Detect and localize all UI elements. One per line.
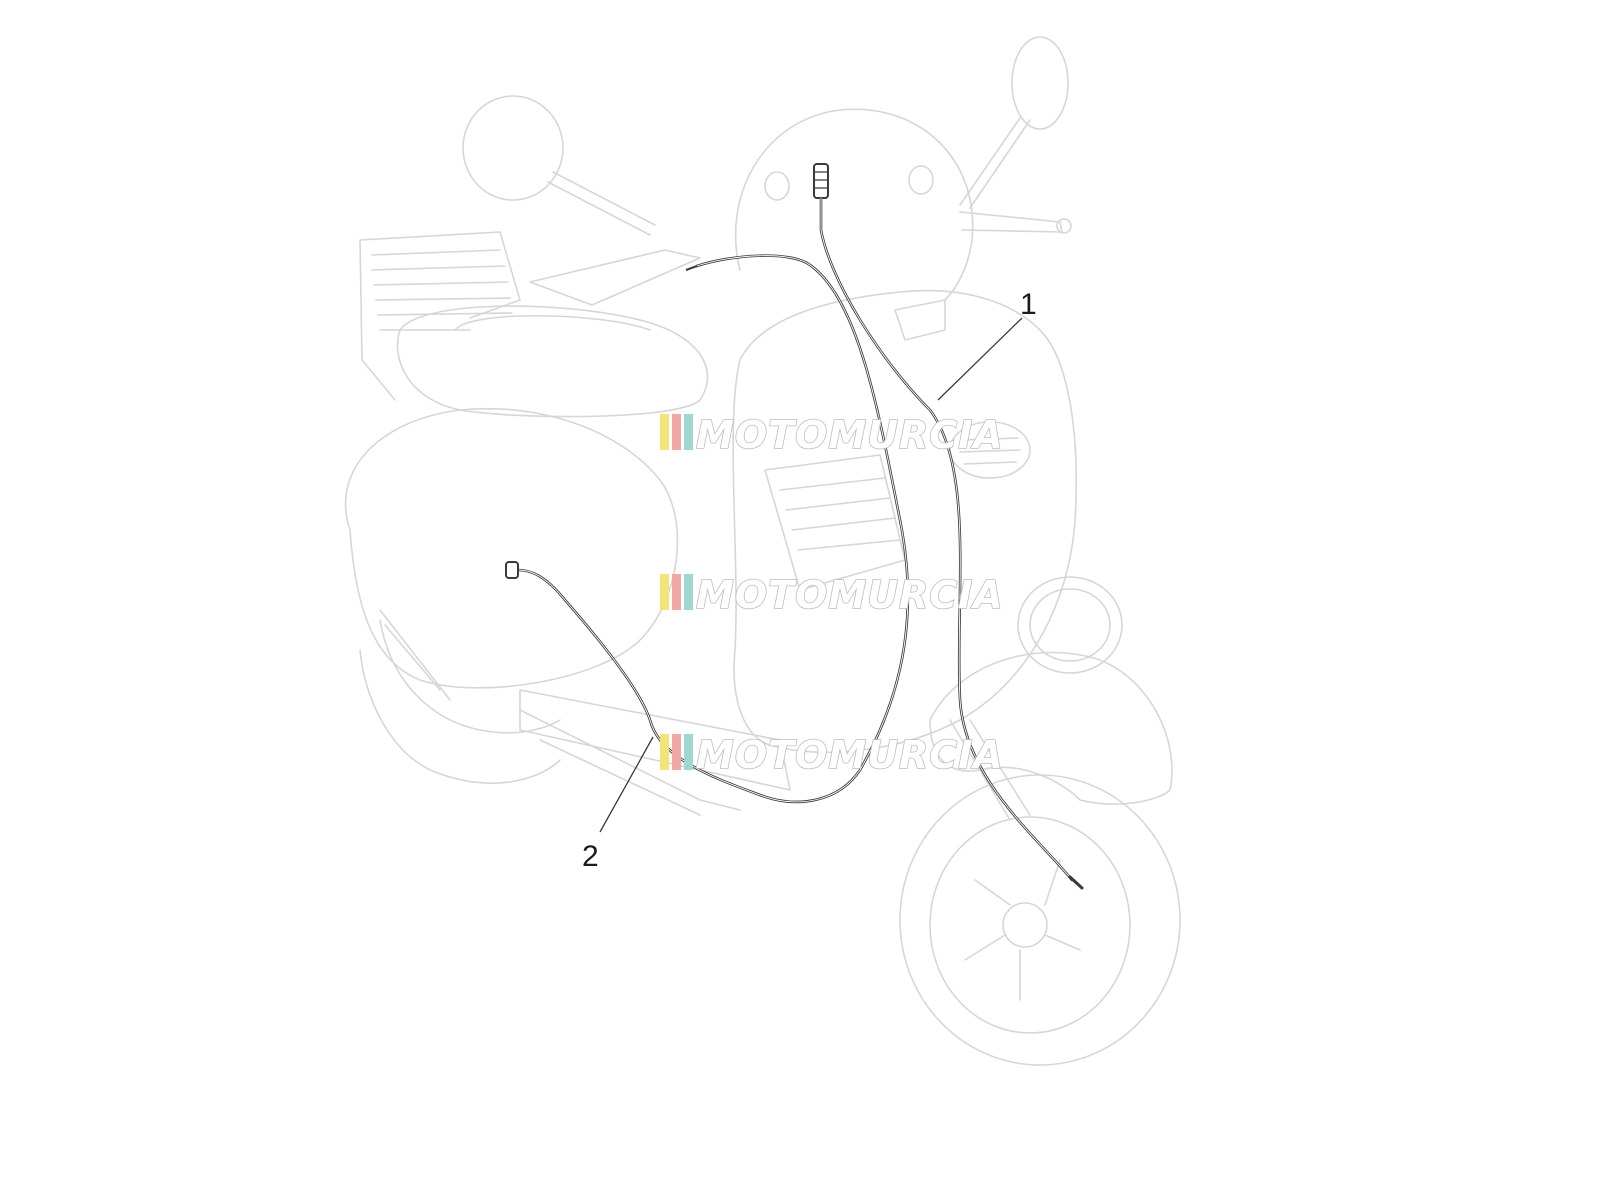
exhaust-guard	[379, 609, 451, 701]
watermark-text: MOTOMURCIA	[696, 573, 1004, 617]
rear-rack	[359, 231, 521, 401]
watermark-stripe-pink	[672, 414, 681, 450]
watermark-stripe-teal	[684, 414, 693, 450]
seat	[396, 305, 709, 418]
callout-2: 2	[582, 736, 654, 873]
left-mirror	[462, 95, 564, 201]
front-fork	[949, 719, 1031, 821]
watermark-stripe-yellow	[660, 414, 669, 450]
callout-1-leader	[937, 317, 1023, 401]
right-bar-end	[1056, 218, 1072, 234]
front-rim	[929, 816, 1131, 1034]
wheel-hub	[1002, 902, 1048, 948]
headset-dial-right	[908, 165, 934, 195]
headlight	[1017, 576, 1123, 674]
scooter-outline	[344, 36, 1181, 1066]
seat-seam	[454, 314, 651, 331]
horn-cover-slots	[959, 437, 1021, 465]
cable-1-top-connector	[813, 163, 829, 199]
right-mirror	[1011, 36, 1069, 130]
cable-2	[505, 254, 910, 804]
watermark-stripe-yellow	[660, 574, 669, 610]
front-tyre	[899, 774, 1181, 1066]
headset-dial-left	[764, 171, 790, 201]
headset-cowl	[734, 108, 974, 301]
watermark-stripe-pink	[672, 574, 681, 610]
cable-2-bottom-connector	[505, 561, 519, 579]
watermark-bottom: MOTOMURCIA	[660, 732, 1004, 778]
cable-2-top-end	[685, 265, 698, 271]
leg-shield	[732, 289, 1077, 754]
floorboard-rails	[519, 709, 741, 816]
watermark-stripe-teal	[684, 574, 693, 610]
callout-2-label: 2	[582, 840, 599, 873]
watermark-text: MOTOMURCIA	[696, 413, 1004, 457]
cable-1-bottom-end	[1068, 875, 1084, 890]
wheel-spokes	[964, 859, 1081, 1001]
watermark-stripe-pink	[672, 734, 681, 770]
left-grip	[529, 249, 701, 306]
watermark-text: MOTOMURCIA	[696, 733, 1004, 777]
right-mirror-stem	[959, 117, 1031, 209]
horn-grille	[764, 454, 906, 591]
watermark-stripe-teal	[684, 734, 693, 770]
cable-1-connector-threads	[815, 171, 827, 189]
headlight-lens	[1029, 588, 1111, 662]
cable-1	[813, 163, 1084, 890]
rear-body	[344, 407, 679, 689]
right-grip	[959, 211, 1063, 233]
callout-1-label: 1	[1020, 288, 1037, 321]
watermark-stripe-yellow	[660, 734, 669, 770]
left-mirror-stem	[547, 171, 656, 236]
badge-plate	[894, 299, 946, 341]
rear-wheel	[359, 649, 561, 784]
watermark-top: MOTOMURCIA	[660, 412, 1004, 458]
front-fender	[929, 651, 1173, 805]
floorboard	[519, 689, 791, 791]
watermark-middle: MOTOMURCIA	[660, 572, 1004, 618]
cable-2-path	[516, 254, 910, 804]
callout-1: 1	[937, 288, 1037, 401]
callout-2-leader	[599, 736, 654, 833]
